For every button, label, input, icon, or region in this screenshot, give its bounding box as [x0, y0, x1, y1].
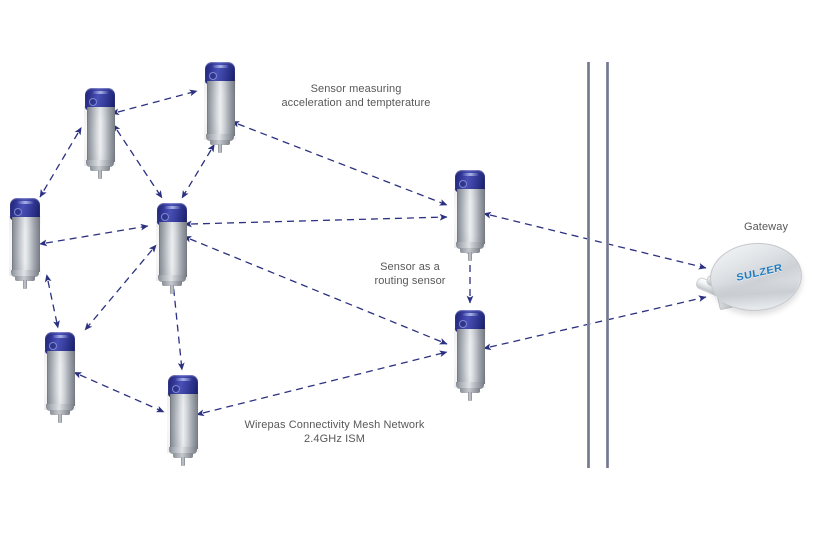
sensor-stem	[218, 144, 222, 153]
sensor-base	[173, 453, 193, 458]
sensor-cap-icon	[157, 203, 187, 225]
mesh-link	[183, 236, 448, 345]
sensor-collar	[86, 160, 114, 167]
sensor-cap-icon	[455, 310, 485, 332]
sensor-collar	[206, 134, 234, 141]
sensor-collar	[456, 242, 484, 249]
sensor-cap-icon	[85, 88, 115, 110]
sensor-base	[15, 276, 35, 281]
mesh-link	[113, 124, 163, 199]
mesh-link	[166, 246, 185, 371]
mesh-link	[73, 372, 165, 413]
sensor-cap-icon	[45, 332, 75, 354]
sensor-stem	[98, 170, 102, 179]
sensor-base	[460, 388, 480, 393]
sensor-body	[207, 81, 235, 136]
sensor-base	[210, 140, 230, 145]
sensor-collar	[11, 270, 39, 277]
mesh-link	[483, 211, 707, 270]
mesh-link	[39, 126, 82, 198]
sensor-collar	[456, 382, 484, 389]
mesh-link	[231, 121, 448, 206]
mesh-link	[84, 244, 157, 331]
sensor-body	[457, 329, 485, 384]
mesh-link	[181, 143, 215, 199]
sensor-base	[90, 166, 110, 171]
sensor-cap-icon	[10, 198, 40, 220]
sensor-measuring-label: Sensor measuring acceleration and tempte…	[281, 83, 431, 109]
mesh-link	[483, 295, 707, 351]
routing-sensor-label: Sensor as a routing sensor	[374, 261, 446, 287]
sensor-stem	[181, 457, 185, 466]
sensor-cap-icon	[455, 170, 485, 192]
sensor-body	[170, 394, 198, 449]
mesh-link	[196, 350, 448, 417]
mesh-link	[111, 89, 198, 116]
mesh-link	[39, 223, 149, 247]
sensor-collar	[46, 404, 74, 411]
mesh-link	[183, 213, 448, 228]
sensor-base	[50, 410, 70, 415]
sensor-stem	[23, 280, 27, 289]
mesh-link	[44, 274, 60, 329]
sensor-stem	[468, 392, 472, 401]
gateway-label: Gateway	[743, 221, 789, 233]
sensor-collar	[169, 447, 197, 454]
sensor-cap-icon	[205, 62, 235, 84]
mesh-network-label: Wirepas Connectivity Mesh Network 2.4GHz…	[244, 419, 425, 445]
sensor-stem	[58, 414, 62, 423]
sensor-cap-icon	[168, 375, 198, 397]
